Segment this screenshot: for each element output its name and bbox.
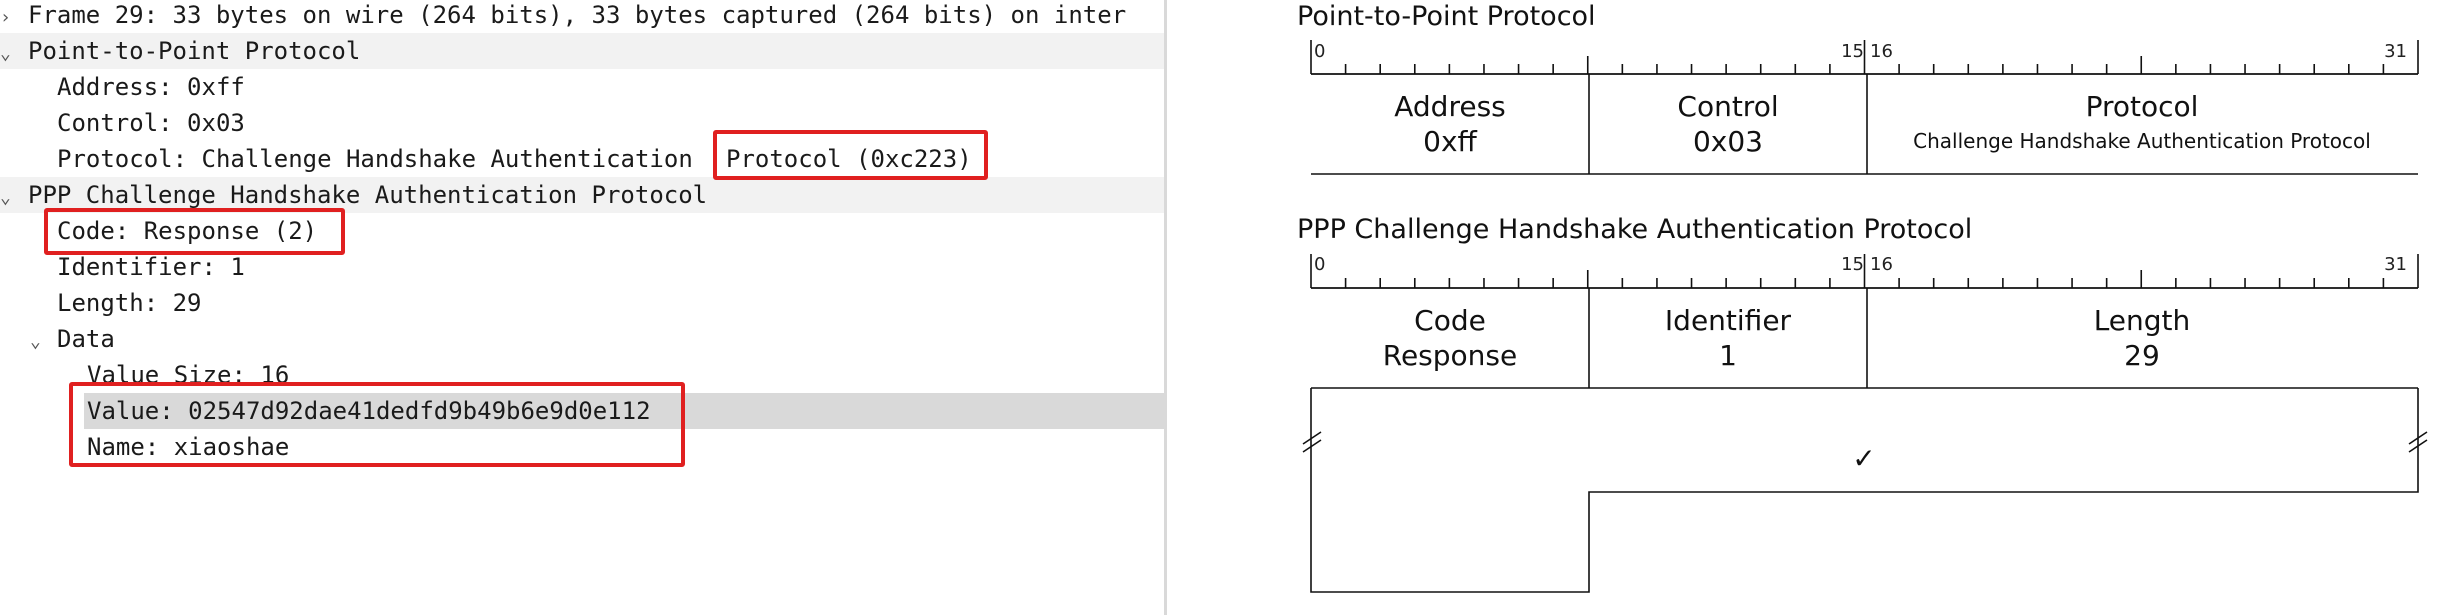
highlight-box-data [69, 382, 685, 467]
break-mark-right [2408, 431, 2428, 445]
tree-row-label: Data [57, 325, 115, 353]
pane-divider[interactable] [1164, 0, 1167, 615]
ppp-field-address-value: 0xff [1423, 125, 1477, 158]
ppp-bit-label-16: 16 [1870, 41, 1893, 62]
chevron-right-icon[interactable]: › [0, 7, 11, 28]
chevron-down-icon[interactable]: ⌄ [0, 43, 11, 64]
chap-diagram-title: PPP Challenge Handshake Authentication P… [1297, 214, 1972, 245]
chap-field-length-value: 29 [2124, 339, 2160, 372]
chap-bit-ruler [1310, 254, 2419, 289]
tree-row-label: PPP Challenge Handshake Authentication P… [28, 181, 708, 209]
chap-field-identifier-value: 1 [1719, 339, 1737, 372]
highlight-box-code [44, 208, 345, 255]
ppp-field-protocol-name: Protocol [2086, 90, 2199, 123]
ppp-field-address: Address 0xff [1394, 90, 1506, 158]
chap-data-field: ✓ [1302, 388, 2428, 593]
tree-row-address[interactable]: Address: 0xff [0, 69, 1164, 105]
tree-row-data[interactable]: ⌄ Data [0, 321, 1164, 357]
tree-row-frame[interactable]: › Frame 29: 33 bytes on wire (264 bits),… [0, 0, 1164, 33]
tree-row-identifier[interactable]: Identifier: 1 [0, 249, 1164, 285]
chevron-down-icon[interactable]: ⌄ [30, 331, 41, 352]
tree-row-label: Length: 29 [57, 289, 202, 317]
chap-field-code-value: Response [1383, 339, 1517, 372]
chap-bit-label-16: 16 [1870, 254, 1893, 275]
tree-row-ppp[interactable]: ⌄ Point-to-Point Protocol [0, 33, 1164, 69]
chap-field-code: Code Response [1383, 304, 1517, 372]
packet-diagram-pane: Point-to-Point Protocol 0 15 16 31 Addre… [1167, 0, 2446, 615]
chevron-down-icon[interactable]: ⌄ [0, 187, 11, 208]
tree-row-name[interactable]: Name: xiaoshae [0, 429, 1164, 465]
tree-row-label: Protocol: Challenge Handshake Authentica… [57, 145, 693, 173]
ppp-bit-label-0: 0 [1314, 41, 1325, 62]
tree-row-label: Value: 02547d92dae41dedfd9b49b6e9d0e112 [87, 397, 651, 425]
tree-row-value[interactable]: Value: 02547d92dae41dedfd9b49b6e9d0e112 [0, 393, 1164, 429]
ppp-bit-label-31: 31 [2384, 41, 2407, 62]
chap-field-code-name: Code [1414, 304, 1486, 337]
chap-bit-label-0: 0 [1314, 254, 1325, 275]
tree-row-chap[interactable]: ⌄ PPP Challenge Handshake Authentication… [0, 177, 1164, 213]
packet-details-pane: › Frame 29: 33 bytes on wire (264 bits),… [0, 0, 1164, 615]
ppp-field-control-name: Control [1677, 90, 1778, 123]
ppp-field-protocol: Protocol Challenge Handshake Authenticat… [1913, 90, 2371, 153]
check-mark-icon: ✓ [1852, 442, 1875, 475]
tree-row-label: Control: 0x03 [57, 109, 245, 137]
chap-bit-label-15: 15 [1841, 254, 1864, 275]
ppp-field-control-value: 0x03 [1693, 125, 1763, 158]
ppp-field-address-name: Address [1394, 90, 1506, 123]
highlight-box-protocol [713, 130, 988, 180]
break-mark-left [1302, 439, 1322, 453]
chap-field-length: Length 29 [2094, 304, 2191, 372]
tree-row-protocol[interactable]: Protocol: Challenge Handshake Authentica… [0, 141, 1164, 177]
ppp-bit-label-15: 15 [1841, 41, 1864, 62]
tree-row-label: Address: 0xff [57, 73, 245, 101]
tree-row-control[interactable]: Control: 0x03 [0, 105, 1164, 141]
tree-row-code[interactable]: Code: Response (2) [0, 213, 1164, 249]
tree-row-label: Frame 29: 33 bytes on wire (264 bits), 3… [28, 1, 1127, 29]
tree-row-label-highlighted: Protocol (0xc223) [726, 145, 972, 173]
ppp-diagram-title: Point-to-Point Protocol [1297, 1, 1596, 32]
chap-field-identifier-name: Identifier [1665, 304, 1792, 337]
break-mark-left [1302, 431, 1322, 445]
tree-row-label: Code: Response (2) [57, 217, 318, 245]
tree-row-length[interactable]: Length: 29 [0, 285, 1164, 321]
ppp-field-protocol-value: Challenge Handshake Authentication Proto… [1913, 129, 2371, 153]
chap-field-identifier: Identifier 1 [1665, 304, 1792, 372]
break-mark-right [2408, 439, 2428, 453]
ppp-bit-ruler [1310, 40, 2419, 75]
tree-row-label: Identifier: 1 [57, 253, 245, 281]
chap-bit-label-31: 31 [2384, 254, 2407, 275]
chap-field-length-name: Length [2094, 304, 2191, 337]
tree-row-label: Point-to-Point Protocol [28, 37, 361, 65]
tree-row-label: Name: xiaoshae [87, 433, 290, 461]
ppp-field-control: Control 0x03 [1677, 90, 1778, 158]
